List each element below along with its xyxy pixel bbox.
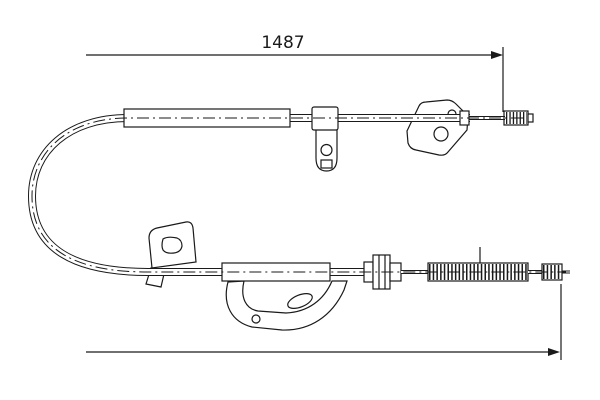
clip-bracket-slot [320,159,333,169]
dimension-top-label: 1487 [261,33,304,53]
clip-bracket-tab [315,121,338,172]
dimension-bottom-arrow [548,348,560,356]
cable-loop [27,114,470,276]
cable-centerline [31,117,566,273]
hanger-hole-small [251,314,261,324]
mounting-bracket-left [145,221,197,288]
hanger-hole-oblong [287,293,313,309]
clip-bracket-hole [320,143,333,157]
coil-spring-section [427,247,529,282]
dimension-top-arrow [491,51,503,59]
dimension-top [86,47,504,112]
dimension-bottom [86,284,562,360]
mounting-bracket-right [406,99,469,156]
bracket-hole-large [433,126,449,142]
threaded-tip [527,113,534,123]
hanger-bracket [225,280,348,331]
